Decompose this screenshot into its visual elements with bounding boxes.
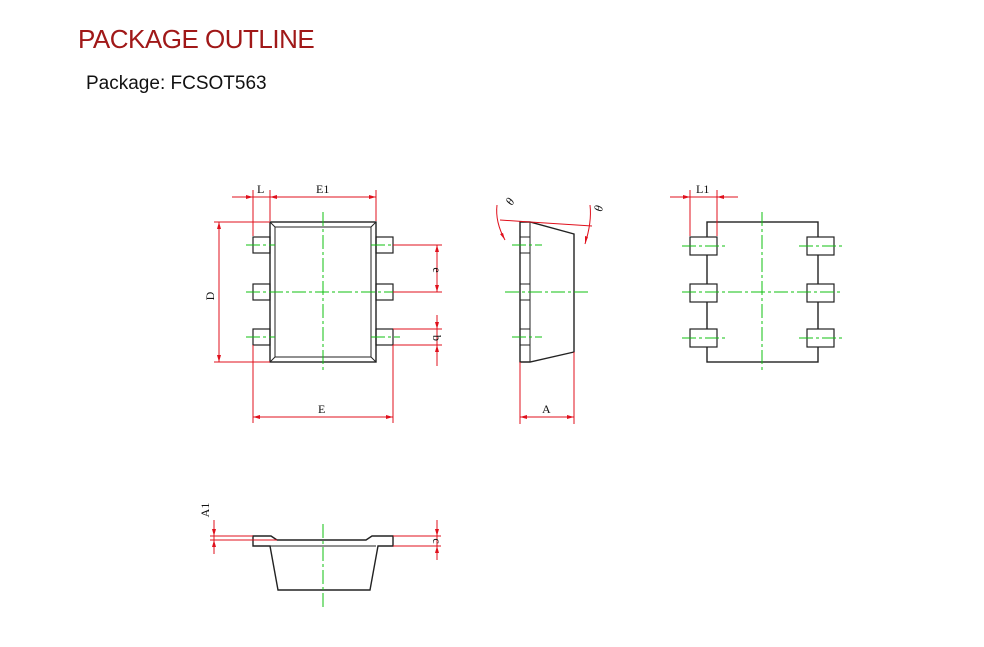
dim-label-theta-right: θ bbox=[591, 204, 606, 212]
top-view: L E1 D e b E bbox=[203, 182, 444, 423]
dim-label-b: b bbox=[430, 335, 444, 341]
front-view-dimensions bbox=[210, 520, 441, 560]
bottom-view-centerlines bbox=[682, 212, 842, 372]
side-view: θ θ A bbox=[496, 195, 606, 424]
dim-label-A1: A1 bbox=[198, 503, 212, 518]
page-title: PACKAGE OUTLINE bbox=[78, 24, 315, 54]
dim-label-L1: L1 bbox=[696, 182, 709, 196]
bottom-view-dimensions bbox=[670, 190, 738, 236]
top-view-centerlines bbox=[246, 212, 400, 372]
front-view: A1 c bbox=[198, 503, 444, 608]
dim-label-A: A bbox=[542, 402, 551, 416]
side-view-centerlines bbox=[505, 244, 590, 338]
package-name: Package: FCSOT563 bbox=[86, 73, 267, 94]
side-view-arrows bbox=[500, 233, 588, 419]
dim-label-theta-left: θ bbox=[502, 195, 517, 207]
bottom-view: L1 bbox=[670, 182, 842, 372]
dim-label-c: c bbox=[430, 538, 444, 543]
top-view-dimensions bbox=[214, 190, 442, 423]
dim-label-L: L bbox=[257, 182, 264, 196]
dim-label-e: e bbox=[430, 267, 444, 272]
bottom-pad-right-2 bbox=[806, 283, 835, 303]
side-view-dimensions bbox=[496, 204, 593, 424]
top-view-arrows bbox=[217, 195, 439, 419]
dim-label-E1: E1 bbox=[316, 182, 329, 196]
dim-label-D: D bbox=[203, 291, 217, 300]
dim-label-E: E bbox=[318, 402, 325, 416]
bottom-pad-left-2 bbox=[689, 283, 718, 303]
